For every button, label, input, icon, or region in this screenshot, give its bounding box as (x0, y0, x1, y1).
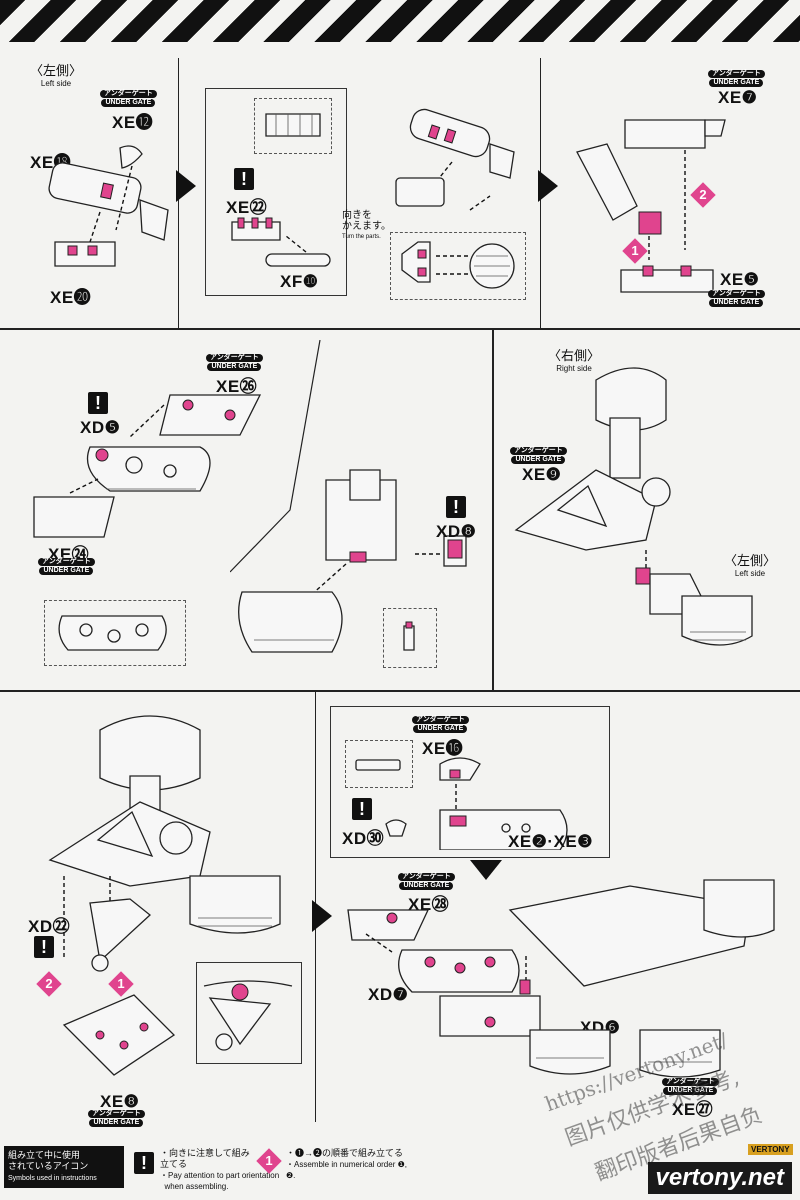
panel-divider-2 (0, 690, 800, 692)
comb-part-diagram (231, 217, 331, 267)
right-side-label: 〈右側〉Right side (548, 348, 601, 373)
leg-bracket-diagram (230, 340, 467, 653)
leg-frame-diagram (514, 367, 753, 646)
panel-divider-1 (0, 328, 800, 330)
part-label-xe12: XE⓬ (112, 113, 154, 132)
joint-assembly-diagram (395, 108, 515, 211)
footer-icons-legend: 組み立て中に使用 されているアイコン Symbols used in instr… (4, 1146, 124, 1188)
left-side-label: 〈左側〉Left side (30, 63, 83, 88)
down-arrow-icon (470, 860, 502, 880)
next-arrow-icon-2 (538, 170, 558, 202)
part-label-xd8: XD❽ (436, 522, 477, 541)
pin-frame-diagram (62, 898, 176, 1076)
knee-detail-box (330, 706, 610, 858)
part-label-xe5: XE❺ (720, 270, 760, 289)
part-label-xe27: XE㉗ (672, 1100, 714, 1119)
part-label-xe2-xe3: XE❷·XE❸ (508, 832, 593, 851)
step-1-badge: 1 (622, 238, 648, 264)
xd8-detail-icon (403, 621, 415, 651)
orientation-warning-icon-3: ! (446, 496, 466, 518)
cylinder-assembly-diagram (48, 145, 169, 267)
turn-parts-note: 向きを かえます。Turn the parts. (342, 210, 391, 240)
legend-step-badge: 1 (256, 1148, 282, 1174)
legend-orientation-text: ・向きに注意して組み立てる・Pay attention to part orie… (160, 1148, 280, 1191)
detail-box (205, 88, 347, 296)
legend-order-text: ・❶→❷の順番で組み立てる・Assemble in numerical orde… (286, 1148, 407, 1180)
step-2-badge-b: 2 (36, 971, 62, 997)
part-label-xd22: XD㉒ (28, 917, 71, 936)
peg-detail-diagram (401, 241, 515, 289)
orientation-warning-icon-5: ! (352, 798, 372, 820)
xe16-gate-inset (345, 740, 413, 788)
skirt-plate-diagram (33, 394, 262, 538)
xd8-detail-inset (383, 608, 437, 668)
part-label-xe22: XE㉒ (226, 198, 268, 217)
part-label-xd5: XD❺ (80, 418, 121, 437)
hip-joint-diagram (576, 119, 726, 293)
leg-final-assembly-diagram (347, 879, 775, 1078)
part-label-xf10: XF❿ (280, 272, 319, 291)
part-label-xe26: XE㉖ (216, 377, 258, 396)
part-label-xe7: XE❼ (718, 88, 758, 107)
step-2-badge: 2 (690, 182, 716, 208)
brand-badge: VERTONY (748, 1144, 793, 1155)
legend-warning-icon: ! (134, 1152, 154, 1174)
gate-comb-icon (265, 113, 321, 137)
orientation-warning-icon-4: ! (34, 936, 54, 958)
skirt-detail-diagram (58, 615, 167, 651)
orientation-warning-icon: ! (234, 168, 254, 190)
part-label-xd30: XD㉚ (342, 829, 385, 848)
leg-pin-assembly-diagram (48, 715, 281, 958)
skirt-detail-inset (44, 600, 186, 666)
next-arrow-icon-3 (312, 900, 332, 932)
part-label-xe8: XE❽ (100, 1092, 140, 1111)
orientation-warning-icon-2: ! (88, 392, 108, 414)
part-label-xe20: XE⓴ (50, 288, 92, 307)
knee-assembly-diagram (385, 757, 568, 850)
part-label-xd7: XD❼ (368, 985, 409, 1004)
part-label-xe28: XE㉘ (408, 895, 450, 914)
gate-detail-inset (254, 98, 332, 154)
brand-logo: vertony.net (647, 1162, 792, 1194)
peg-detail-inset (390, 232, 526, 300)
xe16-gate-icon (355, 759, 401, 771)
next-arrow-icon (176, 170, 196, 202)
left-side-label-2: 〈左側〉Left side (724, 553, 777, 578)
header-stripes (0, 0, 800, 42)
part-label-xe16: XE⓰ (422, 739, 464, 758)
part-label-xe9: XE❾ (522, 465, 562, 484)
panel-divider-v3 (492, 330, 494, 690)
pin-detail-box (196, 962, 302, 1064)
pin-detail-diagram (203, 980, 293, 1051)
